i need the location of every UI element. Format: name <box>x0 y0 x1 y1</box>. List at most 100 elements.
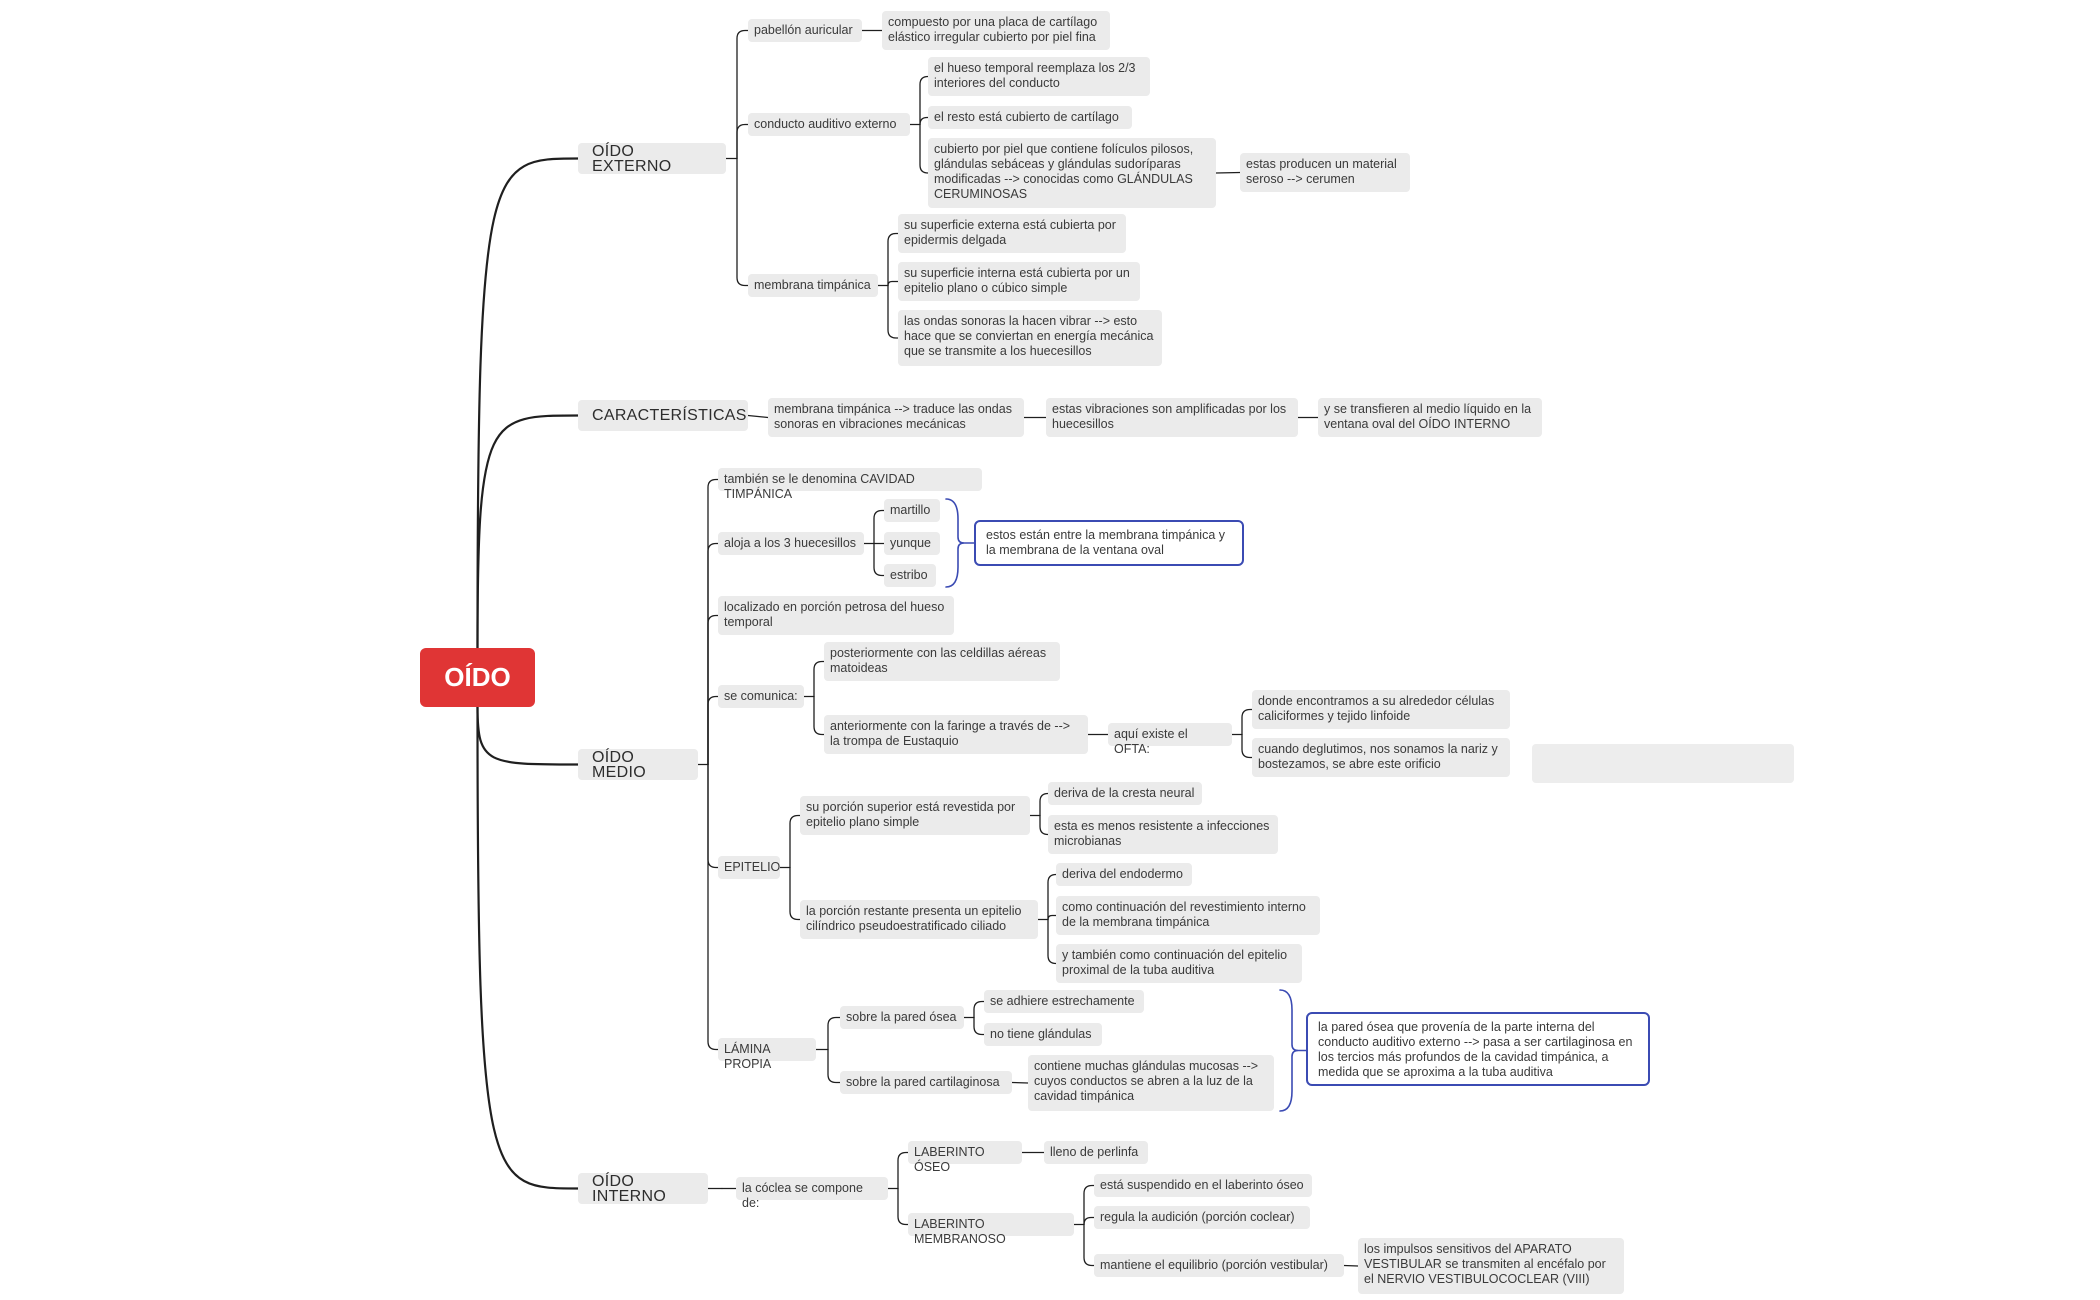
connector-34 <box>1241 733 1253 759</box>
connector-9 <box>1215 171 1241 174</box>
connector-13 <box>887 284 899 339</box>
node-se-comunica[interactable]: se comunica: <box>718 685 804 708</box>
connector-6 <box>919 75 929 126</box>
node-aloja-huecesillos[interactable]: aloja a los 3 huecesillos <box>718 532 864 555</box>
connector-50 <box>973 1016 985 1036</box>
connector-25 <box>873 509 885 545</box>
node-conducto-item-2[interactable]: el resto está cubierto de cartílago <box>928 106 1132 129</box>
node-oseo-detail[interactable]: lleno de perlinfa <box>1044 1141 1148 1164</box>
node-pared-cartilaginosa[interactable]: sobre la pared cartilaginosa <box>840 1071 1012 1094</box>
note-huecesillos[interactable]: estos están entre la membrana timpánica … <box>974 520 1244 566</box>
node-membrana-item-2[interactable]: su superficie interna está cubierta por … <box>898 262 1140 301</box>
connector-47 <box>827 1048 841 1084</box>
connector-46 <box>827 1016 841 1051</box>
connector-51 <box>1011 1081 1029 1084</box>
node-membranoso-item-2[interactable]: regula la audición (porción coclear) <box>1094 1206 1310 1229</box>
branch-oido-externo[interactable]: OÍDO EXTERNO <box>578 143 726 174</box>
node-osea-item-2[interactable]: no tiene glándulas <box>984 1023 1102 1046</box>
node-ofta-item-2[interactable]: cuando deglutimos, nos sonamos la nariz … <box>1252 738 1510 777</box>
node-lamina-propia[interactable]: LÁMINA PROPIA <box>718 1038 816 1071</box>
connector-27 <box>873 542 885 577</box>
node-epitelio[interactable]: EPITELIO <box>718 856 780 879</box>
connector-19 <box>707 542 719 766</box>
node-conducto-auditivo-externo[interactable]: conducto auditivo externo <box>748 113 910 136</box>
connector-43 <box>1047 914 1057 921</box>
node-membranoso-item-3[interactable]: mantiene el equilibrio (porción vestibul… <box>1094 1254 1344 1277</box>
node-yunque[interactable]: yunque <box>884 532 940 555</box>
node-laberinto-membranoso[interactable]: LABERINTO MEMBRANOSO <box>908 1213 1074 1246</box>
node-coclea[interactable]: la cóclea se compone de: <box>736 1177 888 1210</box>
node-epitelio-superior[interactable]: su porción superior está revestida por e… <box>800 796 1030 835</box>
connector-37 <box>789 866 801 921</box>
node-localizado[interactable]: localizado en porción petrosa del hueso … <box>718 596 954 635</box>
lamina-brace <box>1279 989 1299 1112</box>
connector-11 <box>887 232 899 287</box>
node-caracteristicas-2[interactable]: estas vibraciones son amplificadas por l… <box>1046 398 1298 437</box>
node-caracteristicas-1[interactable]: membrana timpánica --> traduce las ondas… <box>768 398 1024 437</box>
branch-oido-interno[interactable]: OÍDO INTERNO <box>578 1173 708 1204</box>
node-pabellon-detail[interactable]: compuesto por una placa de cartílago elá… <box>882 11 1110 50</box>
node-restante-item-3[interactable]: y también como continuación del epitelio… <box>1056 944 1302 983</box>
node-martillo[interactable]: martillo <box>884 499 940 522</box>
connector-39 <box>1039 792 1049 817</box>
root-curve-branch-caracteristicas <box>476 414 580 650</box>
node-cerumen[interactable]: estas producen un material seroso --> ce… <box>1240 153 1410 192</box>
empty-node[interactable] <box>1532 744 1794 783</box>
note-lamina-propia[interactable]: la pared ósea que provenía de la parte i… <box>1306 1012 1650 1086</box>
connector-40 <box>1039 814 1049 836</box>
connector-44 <box>1047 918 1057 965</box>
node-membrana-item-1[interactable]: su superficie externa está cubierta por … <box>898 214 1126 253</box>
node-membranoso-item-1[interactable]: está suspendido en el laberinto óseo <box>1094 1174 1312 1197</box>
node-comunica-posterior[interactable]: posteriormente con las celdillas aéreas … <box>824 642 1060 681</box>
connector-14 <box>747 414 769 419</box>
connector-20 <box>707 614 719 766</box>
connector-12 <box>887 280 899 287</box>
node-epitelio-restante[interactable]: la porción restante presenta un epitelio… <box>800 900 1038 939</box>
connector-55 <box>897 1151 909 1190</box>
connector-49 <box>973 1000 985 1019</box>
connector-21 <box>707 695 719 766</box>
node-laberinto-oseo[interactable]: LABERINTO ÓSEO <box>908 1141 1022 1174</box>
connector-22 <box>707 763 719 869</box>
node-membrana-item-3[interactable]: las ondas sonoras la hacen vibrar --> es… <box>898 310 1162 366</box>
connector-18 <box>707 478 719 766</box>
node-cavidad-timpanica[interactable]: también se le denomina CAVIDAD TIMPÁNICA <box>718 468 982 501</box>
connector-1 <box>736 29 749 160</box>
node-membrana-timpanica[interactable]: membrana timpánica <box>748 274 878 297</box>
node-superior-item-2[interactable]: esta es menos resistente a infecciones m… <box>1048 815 1278 854</box>
node-restante-item-2[interactable]: como continuación del revestimiento inte… <box>1056 896 1320 935</box>
node-caracteristicas-3[interactable]: y se transfieren al medio líquido en la … <box>1318 398 1542 437</box>
branch-oido-medio[interactable]: OÍDO MEDIO <box>578 749 698 780</box>
connector-29 <box>813 660 825 698</box>
node-pabellon-auricular[interactable]: pabellón auricular <box>748 19 862 42</box>
node-vestibular[interactable]: los impulsos sensitivos del APARATO VEST… <box>1358 1238 1624 1294</box>
node-osea-item-1[interactable]: se adhiere estrechamente <box>984 990 1144 1013</box>
node-conducto-item-3[interactable]: cubierto por piel que contiene folículos… <box>928 138 1216 208</box>
connector-30 <box>813 695 825 736</box>
branch-caracteristicas[interactable]: CARACTERÍSTICAS <box>578 400 748 431</box>
node-comunica-anterior[interactable]: anteriormente con la faringe a través de… <box>824 715 1088 754</box>
node-ofta[interactable]: aquí existe el OFTA: <box>1108 723 1232 756</box>
root-curve-branch-oido-externo <box>476 157 580 650</box>
node-restante-item-1[interactable]: deriva del endodermo <box>1056 863 1192 886</box>
node-pared-osea[interactable]: sobre la pared ósea <box>840 1006 964 1029</box>
node-superior-item-1[interactable]: deriva de la cresta neural <box>1048 782 1202 805</box>
connector-7 <box>919 116 929 126</box>
root-curve-branch-oido-medio <box>476 705 580 766</box>
connector-42 <box>1047 873 1057 921</box>
connector-59 <box>1083 1184 1095 1226</box>
connector-33 <box>1241 708 1253 736</box>
connector-62 <box>1343 1264 1359 1267</box>
connector-2 <box>736 123 749 160</box>
connector-36 <box>789 814 801 869</box>
node-cartilaginosa-detail[interactable]: contiene muchas glándulas mucosas --> cu… <box>1028 1055 1274 1111</box>
node-ofta-item-1[interactable]: donde encontramos a su alrededor células… <box>1252 690 1510 729</box>
node-conducto-item-1[interactable]: el hueso temporal reemplaza los 2/3 inte… <box>928 57 1150 96</box>
root-node-oido[interactable]: OÍDO <box>420 648 535 707</box>
connector-23 <box>707 763 719 1051</box>
node-estribo[interactable]: estribo <box>884 564 936 587</box>
huecesillos-brace <box>945 498 965 588</box>
connector-3 <box>736 157 749 287</box>
